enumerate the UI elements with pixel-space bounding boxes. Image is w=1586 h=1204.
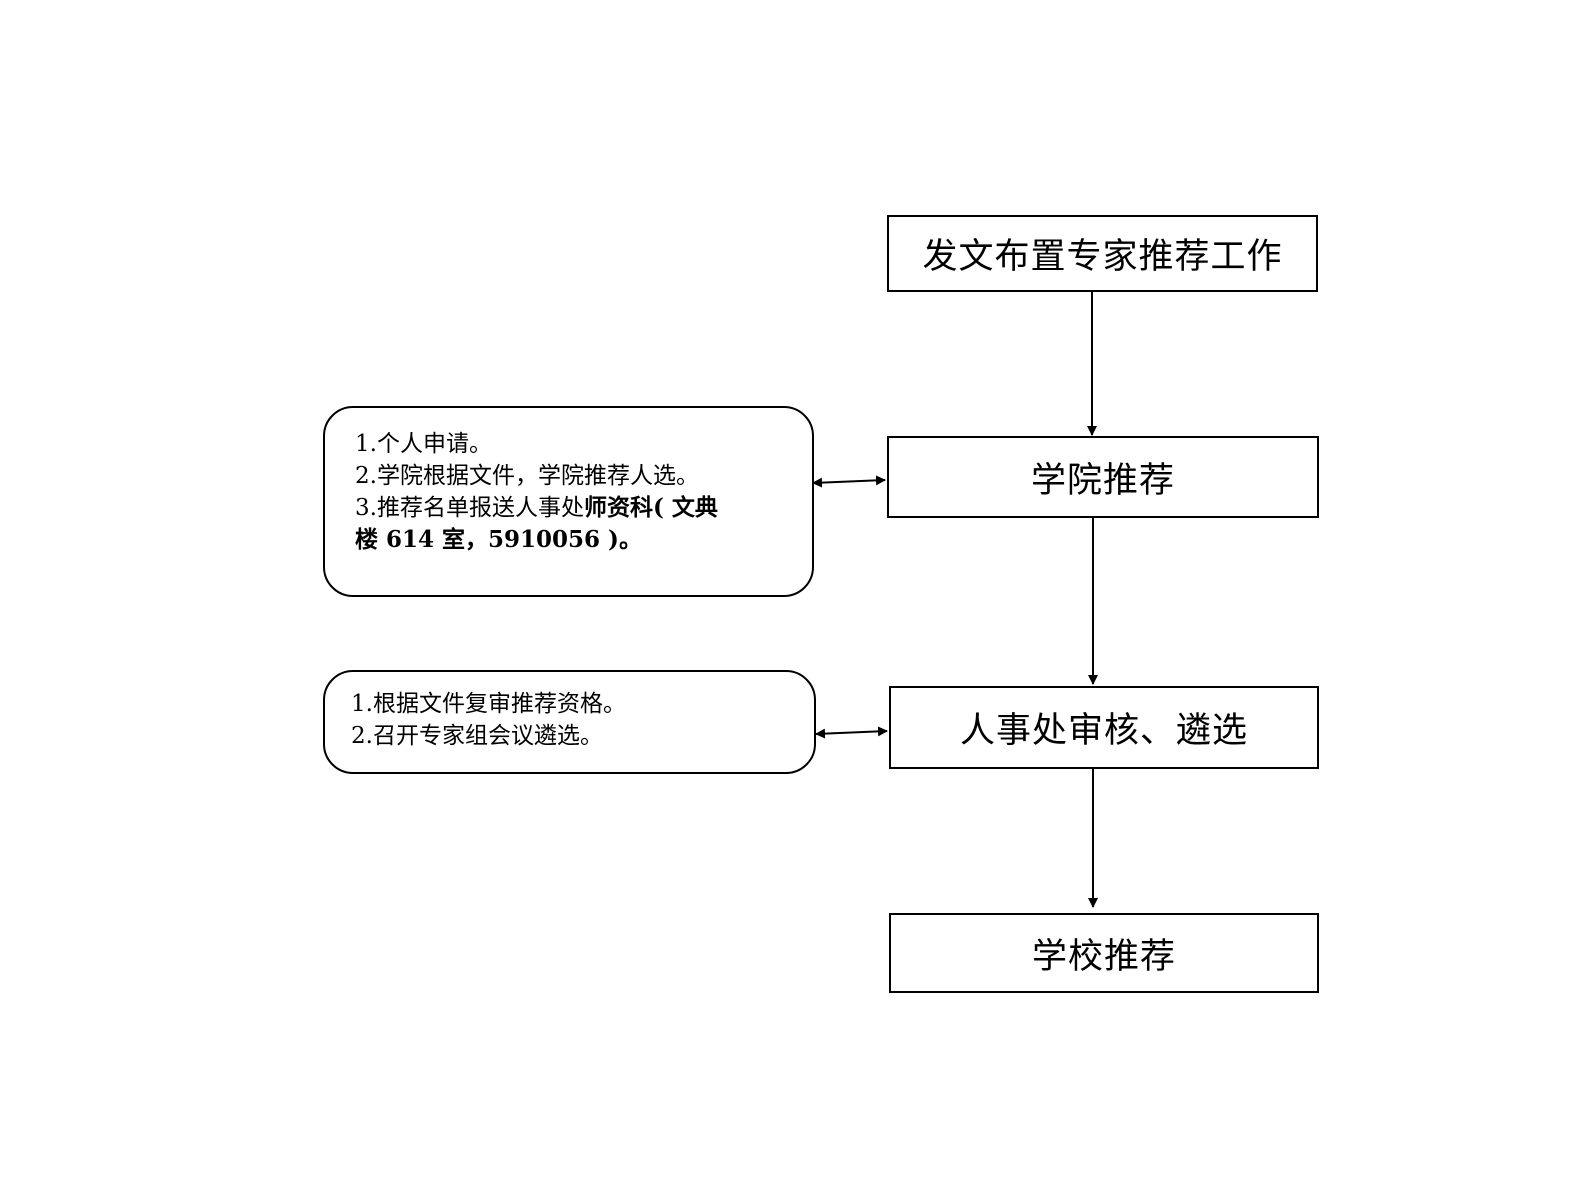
arrow-note2-step3 (815, 726, 888, 739)
step-issue-notice: 发文布置专家推荐工作 (887, 215, 1318, 292)
step-school-recommend-label: 学校推荐 (1031, 936, 1176, 977)
step-college-recommend: 学院推荐 (887, 436, 1319, 518)
note-college-line-2: 2.学院根据文件，学院推荐人选。 (355, 463, 699, 489)
step-school-recommend: 学校推荐 (889, 913, 1319, 993)
note-college-line-1: 1.个人申请。 (355, 431, 492, 457)
step-hr-review-label: 人事处审核、遴选 (959, 711, 1248, 751)
step-college-recommend-label: 学院推荐 (1030, 460, 1175, 501)
note-hr-line-1: 1.根据文件复审推荐资格。 (351, 691, 626, 717)
note-college-steps: 1.个人申请。 2.学院根据文件，学院推荐人选。 3.推荐名单报送人事处师资科(… (323, 406, 814, 597)
note-hr-line-2: 2.召开专家组会议遴选。 (351, 723, 603, 749)
arrow-note1-step2 (812, 475, 886, 488)
note-college-line-3: 3.推荐名单报送人事处师资科( 文典 (355, 494, 718, 521)
note-college-line-4: 楼 614 室，5910056 )。 (355, 526, 642, 553)
note-hr-steps: 1.根据文件复审推荐资格。 2.召开专家组会议遴选。 (323, 670, 816, 774)
step-issue-notice-label: 发文布置专家推荐工作 (922, 237, 1283, 277)
step-hr-review: 人事处审核、遴选 (889, 686, 1319, 769)
